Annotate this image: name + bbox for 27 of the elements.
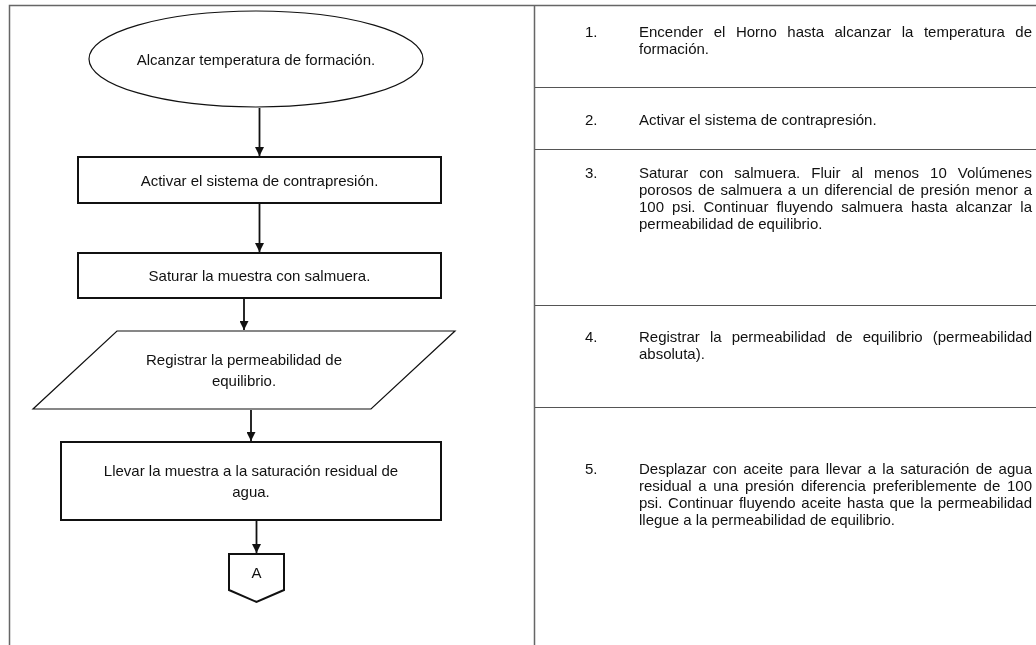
step-number: 4. bbox=[585, 328, 598, 345]
data-parallelogram bbox=[32, 330, 456, 410]
arrow bbox=[255, 107, 264, 157]
step-description: Registrar la permeabilidad de equilibrio (permeabilidad absoluta). bbox=[639, 328, 1032, 362]
step-description: Activar el sistema de contrapresión. bbox=[639, 111, 878, 128]
step-number: 5. bbox=[585, 460, 598, 477]
step-description: Encender el Horno hasta alcanzar la temperatura de formación. bbox=[639, 23, 1032, 57]
step-number: 1. bbox=[585, 23, 598, 40]
step-number: 3. bbox=[585, 164, 598, 181]
step-text: Saturar la muestra con salmuera. bbox=[147, 266, 372, 286]
arrow bbox=[255, 203, 264, 253]
step-description: Saturar con salmuera. Fluir al menos 10 Volúmenes porosos de salmuera a un diferencial de presión menor a 100 psi. Continuar fluyendo salmuera hasta alcanzar la permeabilidad de equilibrio. bbox=[639, 164, 1032, 232]
arrow bbox=[252, 520, 261, 554]
off-page-connector bbox=[228, 553, 285, 603]
process-box bbox=[60, 441, 442, 521]
process-box bbox=[77, 156, 442, 204]
step-text: A bbox=[250, 562, 263, 583]
terminal-ellipse bbox=[88, 10, 424, 108]
arrow bbox=[246, 409, 256, 442]
step-text: Registrar la permeabilidad de equilibrio. bbox=[145, 350, 343, 391]
step-text: Alcanzar temperatura de formación. bbox=[135, 49, 377, 70]
step-text: Activar el sistema de contrapresión. bbox=[139, 170, 380, 191]
step-text: Llevar la muestra a la saturación residual de agua. bbox=[102, 461, 400, 502]
step-description: Desplazar con aceite para llevar a la saturación de agua residual a una presión diferencia preferiblemente de 100 psi. Continuar fluyendo aceite hasta que la permeabilidad llegue a la permeabilidad de equilibrio. bbox=[639, 460, 1032, 528]
step-number: 2. bbox=[585, 111, 598, 128]
arrow bbox=[239, 298, 249, 331]
process-box bbox=[77, 252, 442, 299]
